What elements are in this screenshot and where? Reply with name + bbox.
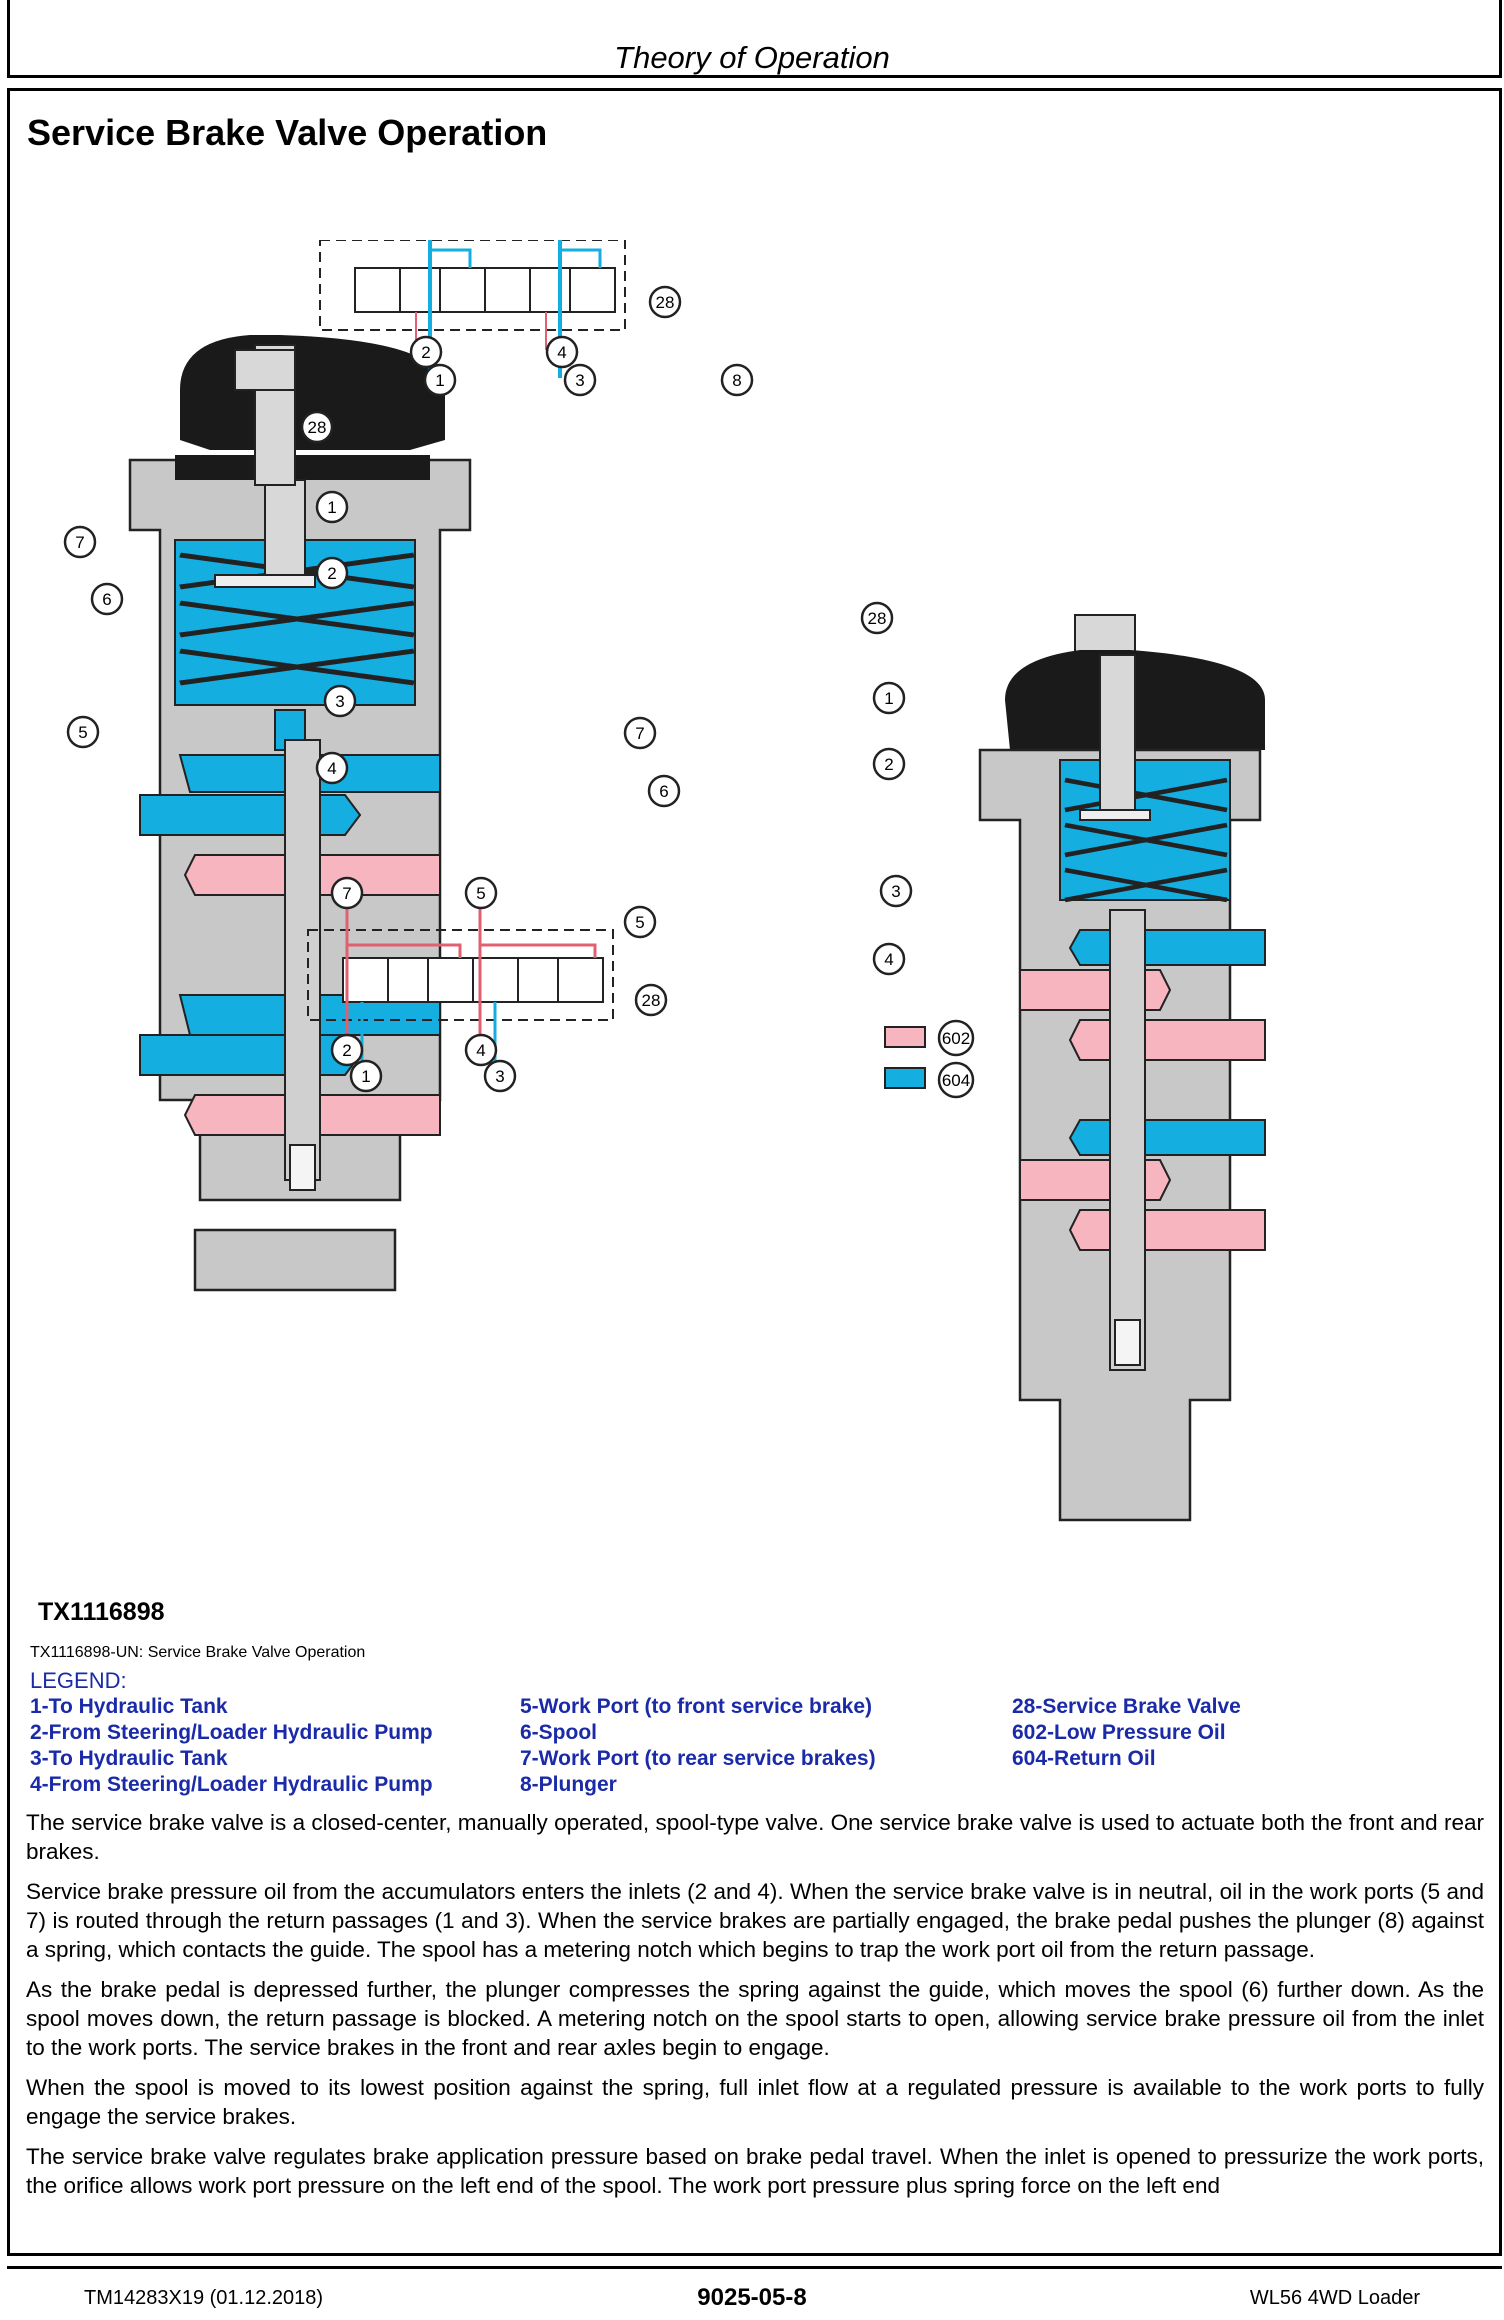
callout-labels: 8 7 5 28 2 1 4 3 28 1 7 2 6 3 5 4 8 28 1… (75, 293, 970, 1090)
paragraph: The service brake valve regulates brake … (26, 2144, 1484, 2198)
legend-item: 8-Plunger (520, 1773, 617, 1796)
legend-column-2: 5-Work Port (to front service brake) 6-S… (520, 1694, 876, 1798)
paragraph: As the brake pedal is depressed further,… (26, 1977, 1484, 2060)
svg-text:3: 3 (575, 371, 584, 390)
svg-text:2: 2 (327, 564, 336, 583)
svg-text:602: 602 (942, 1029, 970, 1048)
footer-doc-id: TM14283X19 (01.12.2018) (84, 2287, 324, 2309)
svg-text:28: 28 (868, 609, 887, 628)
svg-text:3: 3 (495, 1067, 504, 1086)
legend-item: 28-Service Brake Valve (1012, 1695, 1241, 1718)
legend-item: 5-Work Port (to front service brake) (520, 1695, 873, 1718)
legend-item: 1-To Hydraulic Tank (30, 1695, 228, 1718)
svg-text:4: 4 (476, 1041, 485, 1060)
swatch-602 (884, 1026, 926, 1048)
svg-text:7: 7 (635, 724, 644, 743)
svg-text:1: 1 (327, 498, 336, 517)
legend-item: 2-From Steering/Loader Hydraulic Pump (30, 1721, 433, 1744)
paragraph: When the spool is moved to its lowest po… (26, 2075, 1484, 2129)
footer-model: WL56 4WD Loader (1249, 2287, 1420, 2309)
svg-text:6: 6 (659, 782, 668, 801)
bottom-schematic (307, 890, 614, 1070)
svg-text:4: 4 (884, 950, 893, 969)
svg-text:2: 2 (342, 1041, 351, 1060)
svg-text:7: 7 (75, 533, 84, 552)
header-box (7, 0, 1502, 78)
legend-item: 602-Low Pressure Oil (1012, 1721, 1226, 1744)
footer-divider (7, 2266, 1502, 2269)
top-schematic (319, 240, 626, 378)
figure-id: TX1116898 (38, 1598, 165, 1626)
paragraph: The service brake valve is a closed-cent… (26, 1810, 1484, 1864)
legend-item: 4-From Steering/Loader Hydraulic Pump (30, 1773, 433, 1796)
svg-text:2: 2 (884, 755, 893, 774)
legend-item: 604-Return Oil (1012, 1747, 1156, 1770)
legend-column-3: 28-Service Brake Valve 602-Low Pressure … (1012, 1694, 1241, 1772)
svg-text:1: 1 (884, 689, 893, 708)
swatch-604 (884, 1067, 926, 1089)
svg-text:1: 1 (361, 1067, 370, 1086)
figure-service-brake-valve: 8 7 5 28 2 1 4 3 28 1 7 2 6 3 5 4 8 28 1… (63, 240, 1266, 1522)
header-title: Theory of Operation (614, 40, 890, 75)
svg-text:4: 4 (327, 759, 336, 778)
svg-text:604: 604 (942, 1071, 970, 1090)
svg-text:5: 5 (78, 723, 87, 742)
right-valve (978, 614, 1266, 1522)
section-title: Service Brake Valve Operation (27, 112, 548, 153)
svg-text:8: 8 (732, 371, 741, 390)
svg-text:7: 7 (342, 884, 351, 903)
paragraph: Service brake pressure oil from the accu… (26, 1879, 1484, 1962)
svg-text:3: 3 (891, 882, 900, 901)
svg-text:28: 28 (642, 991, 661, 1010)
body-text: The service brake valve is a closed-cent… (26, 1808, 1484, 2211)
legend-title: LEGEND: (30, 1668, 127, 1693)
legend-column-1: 1-To Hydraulic Tank 2-From Steering/Load… (30, 1694, 433, 1798)
legend-item: 6-Spool (520, 1721, 597, 1744)
svg-text:5: 5 (635, 913, 644, 932)
svg-text:5: 5 (476, 884, 485, 903)
svg-text:2: 2 (421, 343, 430, 362)
footer-page-number: 9025-05-8 (697, 2284, 807, 2311)
svg-text:3: 3 (335, 692, 344, 711)
figure-caption: TX1116898-UN: Service Brake Valve Operat… (30, 1644, 366, 1661)
svg-text:6: 6 (102, 590, 111, 609)
svg-text:1: 1 (435, 371, 444, 390)
svg-text:28: 28 (656, 293, 675, 312)
legend-item: 3-To Hydraulic Tank (30, 1747, 228, 1770)
svg-text:4: 4 (557, 343, 566, 362)
legend-item: 7-Work Port (to rear service brakes) (520, 1747, 876, 1770)
callouts (63, 285, 975, 1099)
content-frame (7, 88, 1502, 2256)
left-valve (128, 335, 472, 1292)
svg-text:28: 28 (308, 418, 327, 437)
